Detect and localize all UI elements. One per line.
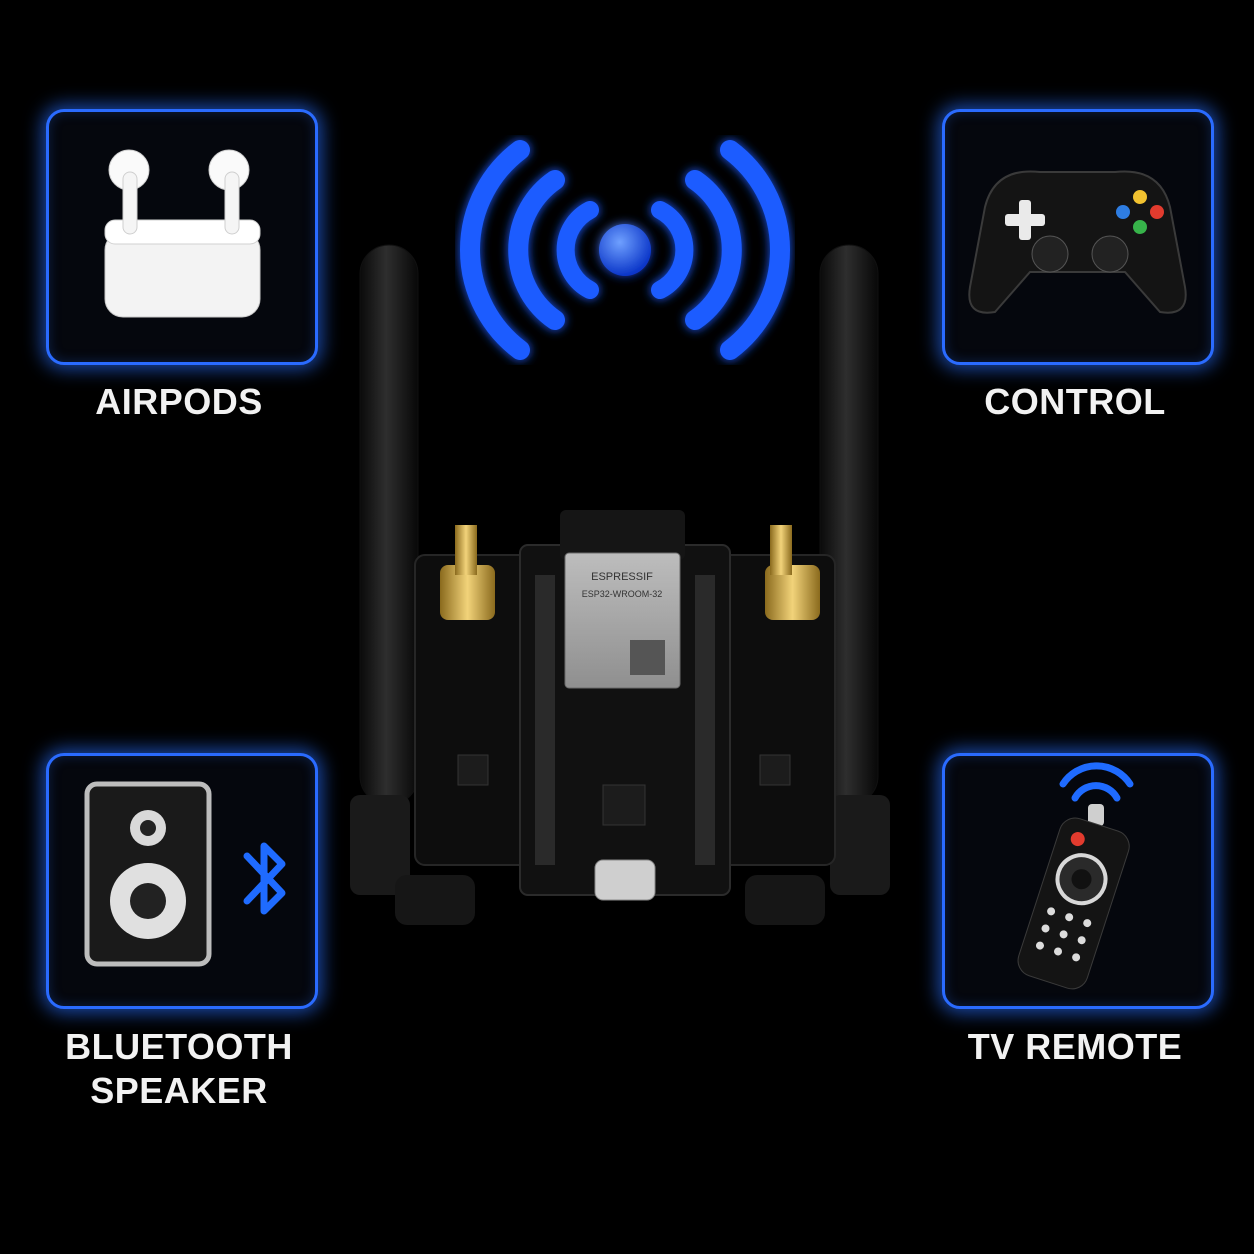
tv-remote-icon	[1017, 762, 1134, 990]
left-antenna	[350, 244, 475, 925]
module-model: ESP32-WROOM-32	[582, 589, 663, 599]
wireless-signal-icon	[460, 140, 790, 360]
esp32-board-illustration: ESPRESSIF ESP32-WROOM-32	[350, 244, 890, 925]
airpods-card[interactable]	[46, 109, 318, 365]
airpods-icon	[104, 149, 261, 318]
bluetooth-icon	[243, 842, 286, 915]
module-brand: ESPRESSIF	[591, 571, 653, 583]
airpods-label: AIRPODS	[95, 381, 263, 422]
gamepad-icon	[968, 170, 1187, 314]
tv-remote-label: TV REMOTE	[967, 1026, 1183, 1067]
control-label: CONTROL	[984, 381, 1166, 422]
bluetooth-speaker-label-line1: BLUETOOTH	[65, 1026, 293, 1067]
control-card[interactable]	[942, 109, 1214, 365]
bluetooth-speaker-label-line2: SPEAKER	[90, 1070, 268, 1111]
bluetooth-speaker-label: BLUETOOTH SPEAKER	[46, 1025, 312, 1113]
speaker-icon	[84, 781, 212, 967]
bluetooth-speaker-card[interactable]	[46, 753, 318, 1009]
usb-c-port	[594, 859, 656, 901]
tv-remote-card[interactable]	[942, 753, 1214, 1009]
